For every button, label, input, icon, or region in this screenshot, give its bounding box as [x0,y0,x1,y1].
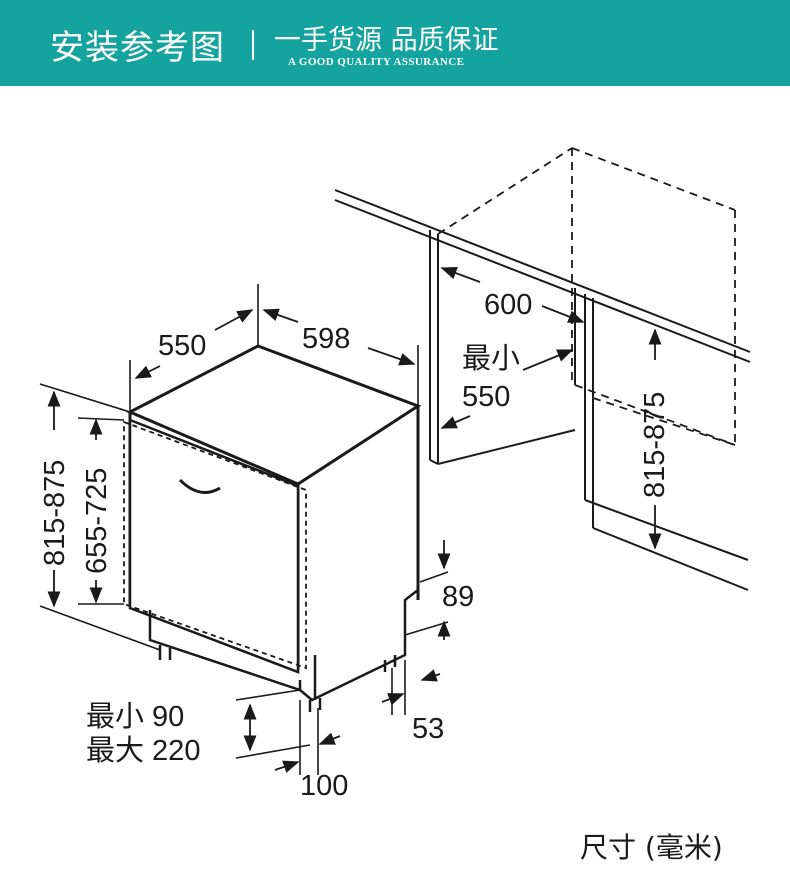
dim-foot-spacing: 100 [300,770,348,802]
dimension-arrows [47,266,662,773]
plinth-and-feet [148,589,419,712]
dim-kick-min: 最小 90 [86,701,184,733]
dim-width: 598 [302,323,350,355]
dim-niche-depth-value: 550 [462,381,510,413]
dishwasher-door-outline [123,420,307,670]
unit-label: 尺寸 (毫米) [580,831,723,864]
dim-door-height: 655-725 [81,468,113,574]
cabinet-niche [334,189,751,591]
dim-niche-width: 600 [484,289,532,321]
dim-kick-max: 最大 220 [86,734,200,767]
slogan: 一手货源 品质保证 [274,25,499,56]
slogan-subtitle: A GOOD QUALITY ASSURANCE [288,56,465,68]
dim-overall-height: 815-875 [39,460,71,566]
title-separator [252,30,254,60]
page-title: 安装参考图 [50,28,225,68]
dim-depth: 550 [158,330,206,362]
dishwasher-door [128,418,300,674]
installation-diagram: 550 598 600 最小 550 815-875 815-875 655-7… [39,147,751,802]
niche-hidden-lines [437,147,736,446]
door-handle [178,478,221,494]
dim-plinth-offset: 53 [412,713,444,745]
dim-plinth-height: 89 [442,581,474,613]
dim-niche-depth-label: 最小 [462,343,520,375]
dim-niche-height: 815-875 [639,392,671,498]
header-banner: 安装参考图 一手货源 品质保证 A GOOD QUALITY ASSURANCE [0,0,790,86]
